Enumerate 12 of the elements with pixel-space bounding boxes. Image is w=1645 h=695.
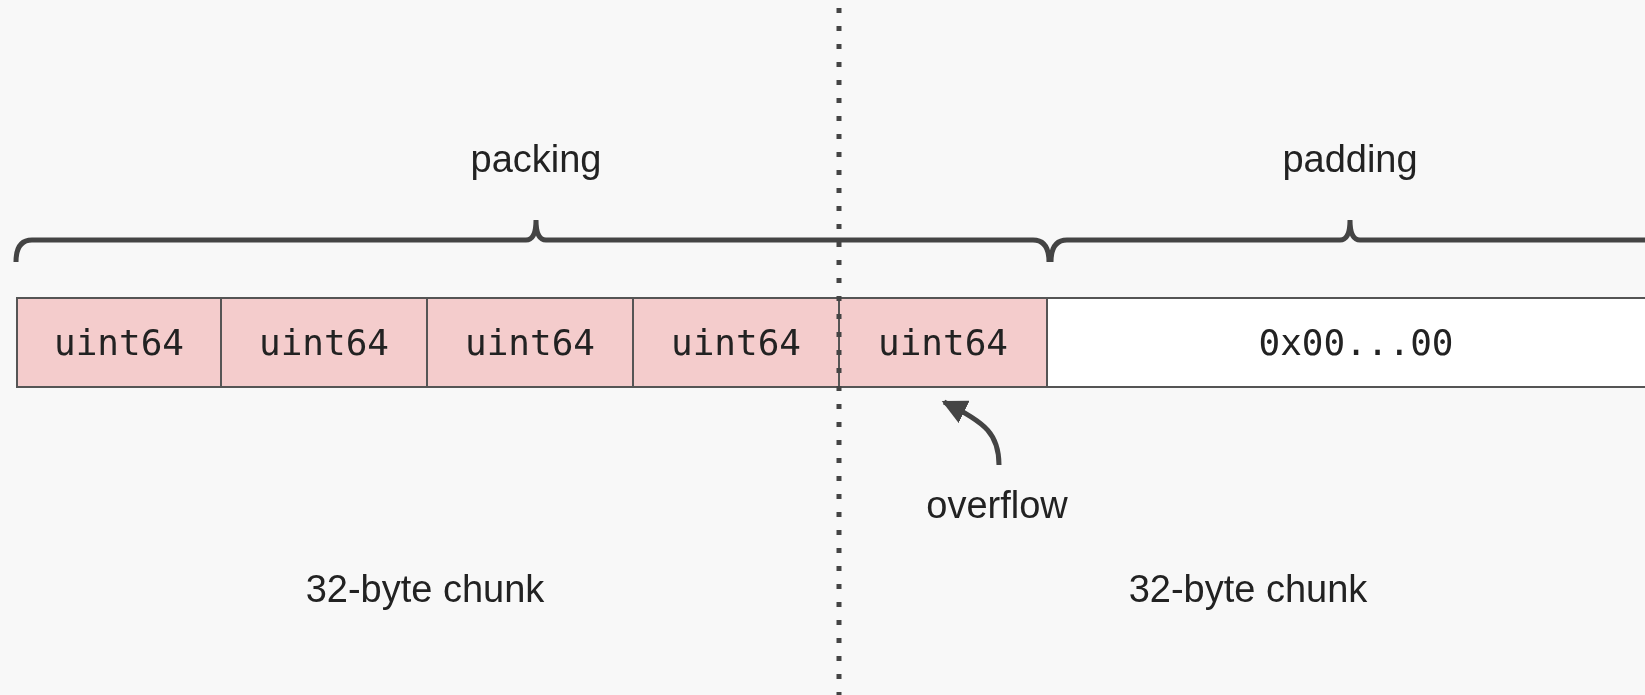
bracket-label: packing xyxy=(470,137,602,181)
memory-cell: uint64 xyxy=(838,297,1048,388)
leader-arrow xyxy=(941,399,1002,466)
memory-cell: uint64 xyxy=(220,297,428,388)
chunk-label: 32-byte chunk xyxy=(1128,567,1368,611)
callout-text: overflow xyxy=(926,483,1068,527)
memory-cell: uint64 xyxy=(16,297,222,388)
bracket-label: padding xyxy=(1282,137,1418,181)
chunk-label: 32-byte chunk xyxy=(305,567,545,611)
memory-cell: 0x00...00 xyxy=(1046,297,1645,388)
memory-cell: uint64 xyxy=(426,297,634,388)
memory-cell: uint64 xyxy=(632,297,840,388)
